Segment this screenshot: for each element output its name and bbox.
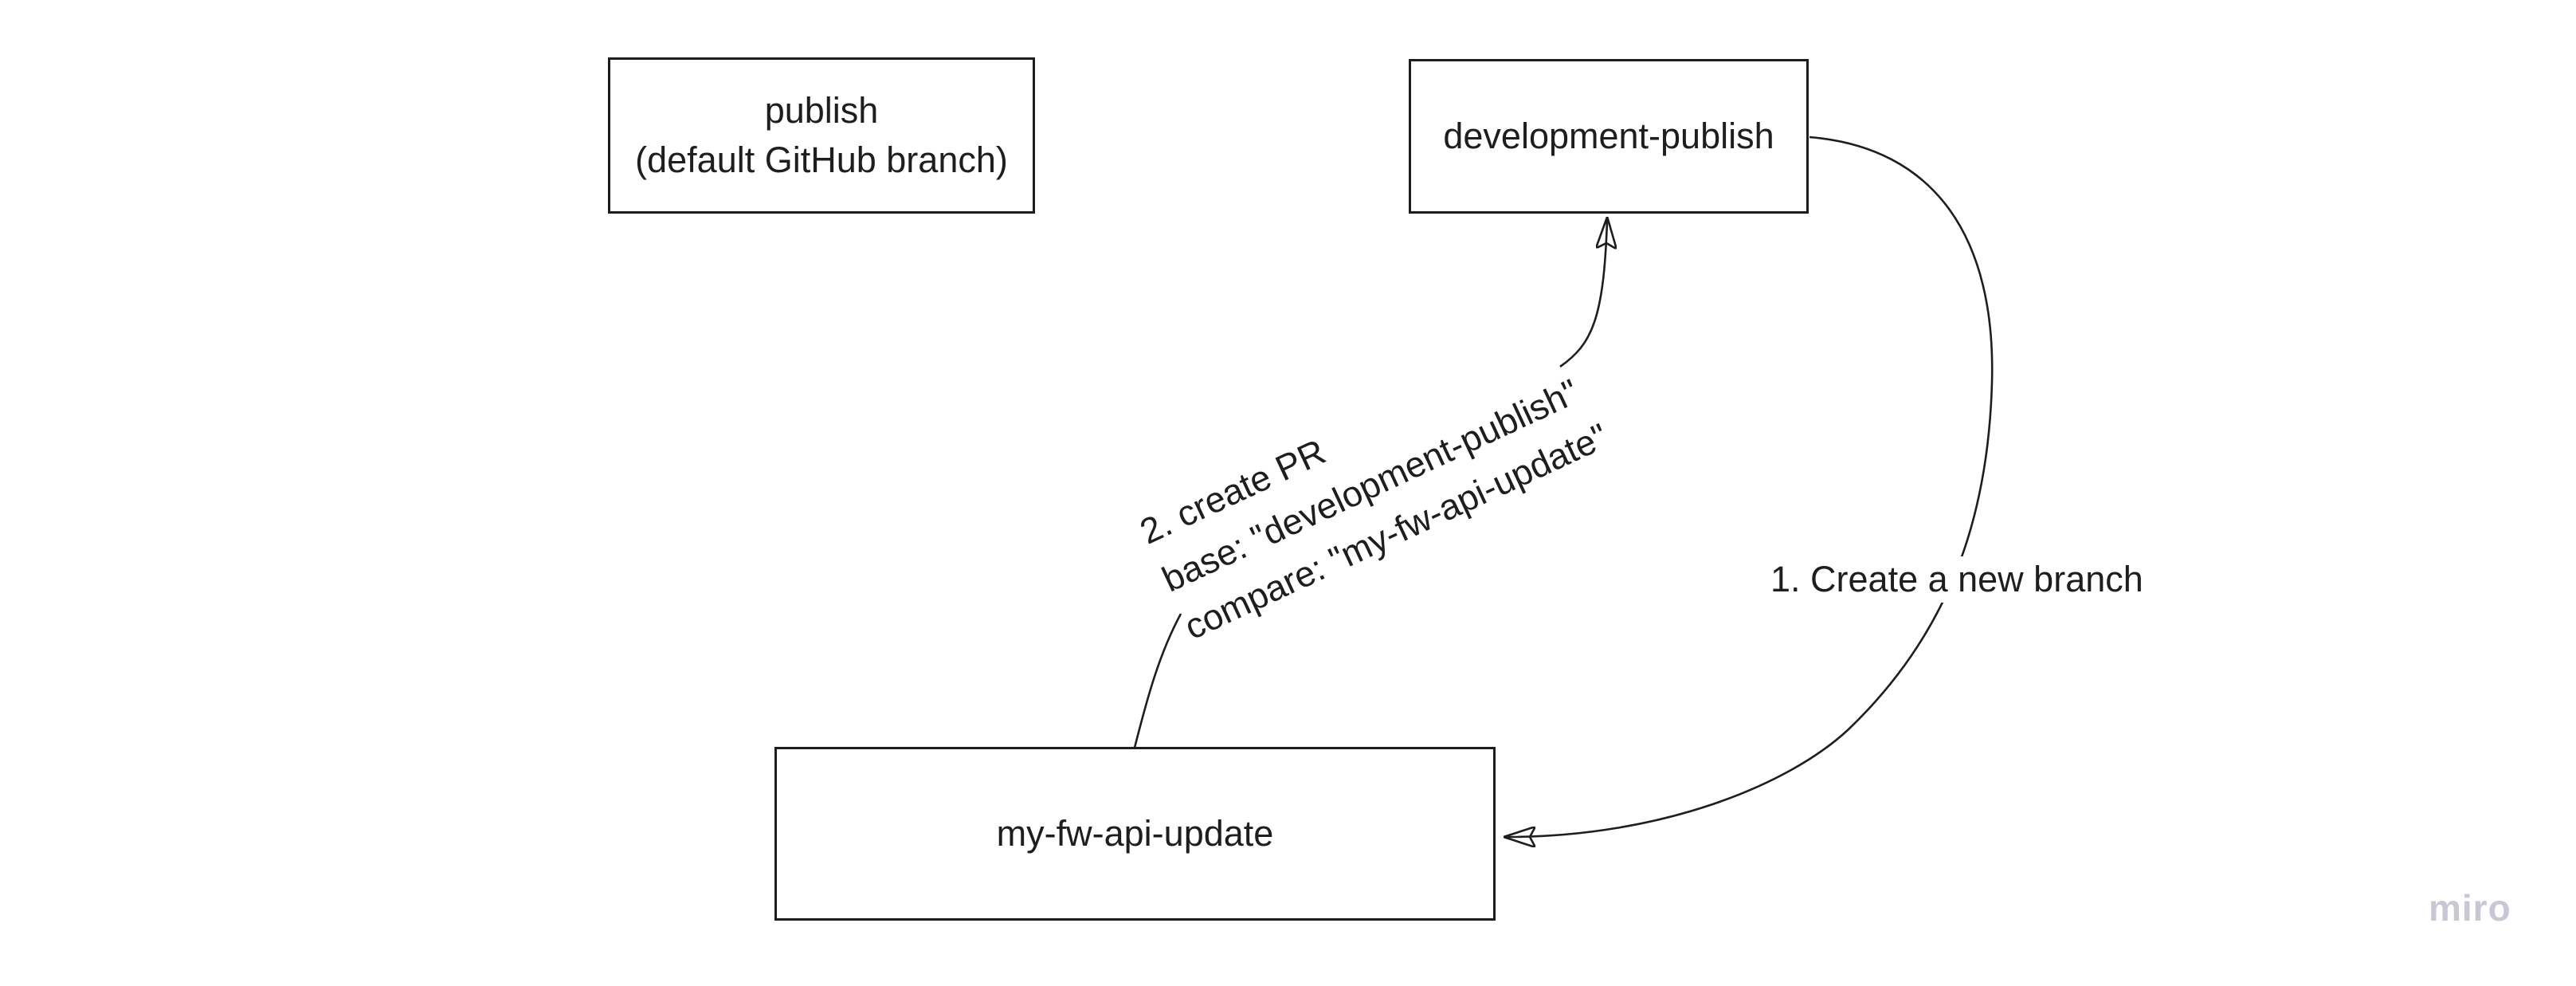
arrow-create-pr-curve-tail xyxy=(1133,613,1182,748)
node-development-publish[interactable]: development-publish xyxy=(1409,59,1809,214)
node-publish-label-line1: publish xyxy=(764,89,879,131)
miro-watermark: miro xyxy=(2429,887,2511,929)
node-publish-label-line2: (default GitHub branch) xyxy=(635,139,1008,180)
arrow-create-pr-curve-head xyxy=(1559,220,1607,368)
arrow-label-create-branch: 1. Create a new branch xyxy=(1762,556,2151,603)
node-my-fw-api-update[interactable]: my-fw-api-update xyxy=(774,747,1496,921)
node-development-publish-label: development-publish xyxy=(1443,115,1774,156)
node-publish-default-branch[interactable]: publish (default GitHub branch) xyxy=(608,57,1035,214)
node-my-fw-api-update-label: my-fw-api-update xyxy=(996,812,1274,854)
arrow-create-branch-curve xyxy=(1507,136,1994,837)
